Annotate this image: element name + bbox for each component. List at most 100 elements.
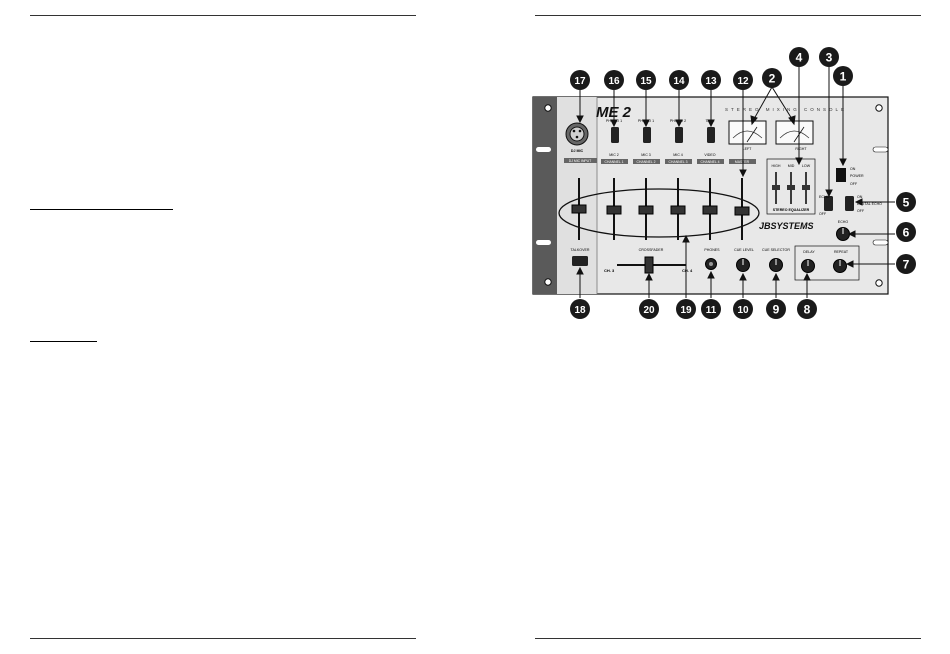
svg-text:15: 15 bbox=[640, 76, 652, 87]
svg-text:12: 12 bbox=[737, 76, 749, 87]
fader-channel-1-knob[interactable] bbox=[606, 205, 622, 215]
echo-switch-off-label: OFF bbox=[819, 212, 827, 216]
rack-slot-r1 bbox=[872, 146, 889, 153]
fader-channel-1 bbox=[606, 178, 622, 240]
svg-text:20: 20 bbox=[643, 305, 655, 316]
maker-logo: JBSYSTEMS bbox=[759, 221, 814, 231]
svg-text:17: 17 bbox=[574, 76, 586, 87]
crossfader-knob[interactable] bbox=[644, 256, 654, 274]
eq-title: STEREO EQUALIZER bbox=[773, 208, 810, 212]
svg-text:8: 8 bbox=[804, 303, 811, 317]
eq-mid-label: MID bbox=[788, 164, 795, 168]
eq-low-label: LOW bbox=[802, 164, 811, 168]
channel-1-bottom-label: MIC 2 bbox=[609, 153, 619, 157]
power-off-label: OFF bbox=[850, 182, 858, 186]
channel-4-input-switch[interactable] bbox=[707, 127, 715, 143]
footer-rule-left bbox=[30, 638, 416, 639]
fader-master bbox=[734, 178, 750, 240]
callout-1: 1 bbox=[833, 66, 853, 86]
fader-channel-3-knob[interactable] bbox=[670, 205, 686, 215]
callout-2: 2 bbox=[762, 68, 782, 88]
dj-mic-section bbox=[533, 97, 557, 294]
channel-3-strip-label: CHANNEL 3 bbox=[669, 160, 688, 164]
eq-low-slider[interactable] bbox=[802, 185, 810, 190]
channel-1-strip-label: CHANNEL 1 bbox=[605, 160, 624, 164]
fader-group-highlight bbox=[558, 188, 760, 238]
xlr-input-icon[interactable] bbox=[569, 126, 585, 142]
rack-slot-r2 bbox=[872, 239, 889, 246]
crossfader-ch3-label: CH. 3 bbox=[604, 268, 615, 273]
repeat-label: REPEAT bbox=[834, 250, 849, 254]
footer-rule-right bbox=[535, 638, 921, 639]
svg-text:4: 4 bbox=[796, 51, 803, 65]
rack-hole-tl bbox=[544, 104, 552, 112]
power-switch[interactable] bbox=[836, 168, 846, 182]
vu-meter-left bbox=[728, 120, 767, 145]
callout-9: 9 bbox=[766, 299, 786, 319]
fader-channel-4 bbox=[702, 178, 718, 240]
callout-13: 13 bbox=[701, 70, 721, 90]
echo-effects-section bbox=[794, 245, 860, 281]
cue-level-label: CUE LEVEL bbox=[734, 248, 754, 252]
channel-2-bottom-label: MIC 3 bbox=[641, 153, 651, 157]
dj-mic-label: DJ MIC bbox=[571, 149, 584, 153]
phones-label: PHONES bbox=[704, 248, 720, 252]
rack-hole-bl bbox=[544, 278, 552, 286]
fader-master-knob[interactable] bbox=[734, 206, 750, 216]
fader-channel-2 bbox=[638, 178, 654, 240]
digital-echo-label: DIGITAL ECHO bbox=[857, 202, 882, 206]
svg-text:5: 5 bbox=[903, 196, 910, 210]
channel-1-input-switch[interactable] bbox=[611, 127, 619, 143]
crossfader-label: CROSSFADER bbox=[639, 248, 664, 252]
master-strip-label: MASTER bbox=[735, 160, 750, 164]
svg-text:18: 18 bbox=[574, 305, 586, 316]
header-rule-left bbox=[30, 15, 416, 16]
channel-2-strip-label: CHANNEL 2 bbox=[637, 160, 656, 164]
callout-14: 14 bbox=[669, 70, 689, 90]
callout-5: 5 bbox=[896, 192, 916, 212]
svg-text:10: 10 bbox=[737, 305, 749, 316]
vu-meter-left-label: LEFT bbox=[743, 147, 753, 151]
talkover-switch[interactable] bbox=[572, 256, 588, 266]
svg-text:1: 1 bbox=[840, 70, 847, 84]
fader-channel-3 bbox=[670, 178, 686, 240]
echo-switch-label: ECHO bbox=[819, 195, 830, 199]
cue-selector-label: CUE SELECTOR bbox=[762, 248, 790, 252]
svg-text:13: 13 bbox=[705, 76, 717, 87]
rack-hole-tr bbox=[875, 104, 883, 112]
vu-meter-right-label: RIGHT bbox=[795, 147, 807, 151]
rack-slot-l2 bbox=[536, 240, 551, 245]
delay-label: DELAY bbox=[803, 250, 815, 254]
svg-text:9: 9 bbox=[773, 303, 780, 317]
callout-19: 19 bbox=[676, 299, 696, 319]
svg-text:2: 2 bbox=[769, 72, 776, 86]
echo-switch[interactable] bbox=[824, 196, 833, 211]
rack-slot-l1 bbox=[536, 147, 551, 152]
link-line-2 bbox=[30, 341, 97, 342]
eq-high-label: HIGH bbox=[772, 164, 781, 168]
svg-text:19: 19 bbox=[680, 305, 692, 316]
link-line-1 bbox=[30, 209, 173, 210]
svg-text:11: 11 bbox=[706, 305, 717, 316]
callout-3: 3 bbox=[819, 47, 839, 67]
channel-3-bottom-label: MIC 4 bbox=[673, 153, 683, 157]
echo-knob-label: ECHO bbox=[838, 220, 849, 224]
callout-6: 6 bbox=[896, 222, 916, 242]
digital-echo-off-label: OFF bbox=[857, 209, 865, 213]
digital-echo-on-label: ON bbox=[857, 195, 863, 199]
callout-20: 20 bbox=[639, 299, 659, 319]
svg-text:7: 7 bbox=[903, 258, 910, 272]
dj-mic-strip-label: DJ MIC INPUT bbox=[569, 159, 591, 163]
fader-channel-4-knob[interactable] bbox=[702, 205, 718, 215]
fader-dj-mic bbox=[571, 178, 587, 240]
channel-3-input-switch[interactable] bbox=[675, 127, 683, 143]
fader-channel-2-knob[interactable] bbox=[638, 205, 654, 215]
crossfader-ch4-label: CH. 4 bbox=[682, 268, 693, 273]
equalizer-section bbox=[766, 158, 816, 215]
eq-mid-slider[interactable] bbox=[787, 185, 795, 190]
digital-echo-switch[interactable] bbox=[845, 196, 854, 211]
channel-2-input-switch[interactable] bbox=[643, 127, 651, 143]
channel-4-strip-label: CHANNEL 4 bbox=[701, 160, 720, 164]
fader-dj-mic-knob[interactable] bbox=[571, 204, 587, 214]
eq-high-slider[interactable] bbox=[772, 185, 780, 190]
